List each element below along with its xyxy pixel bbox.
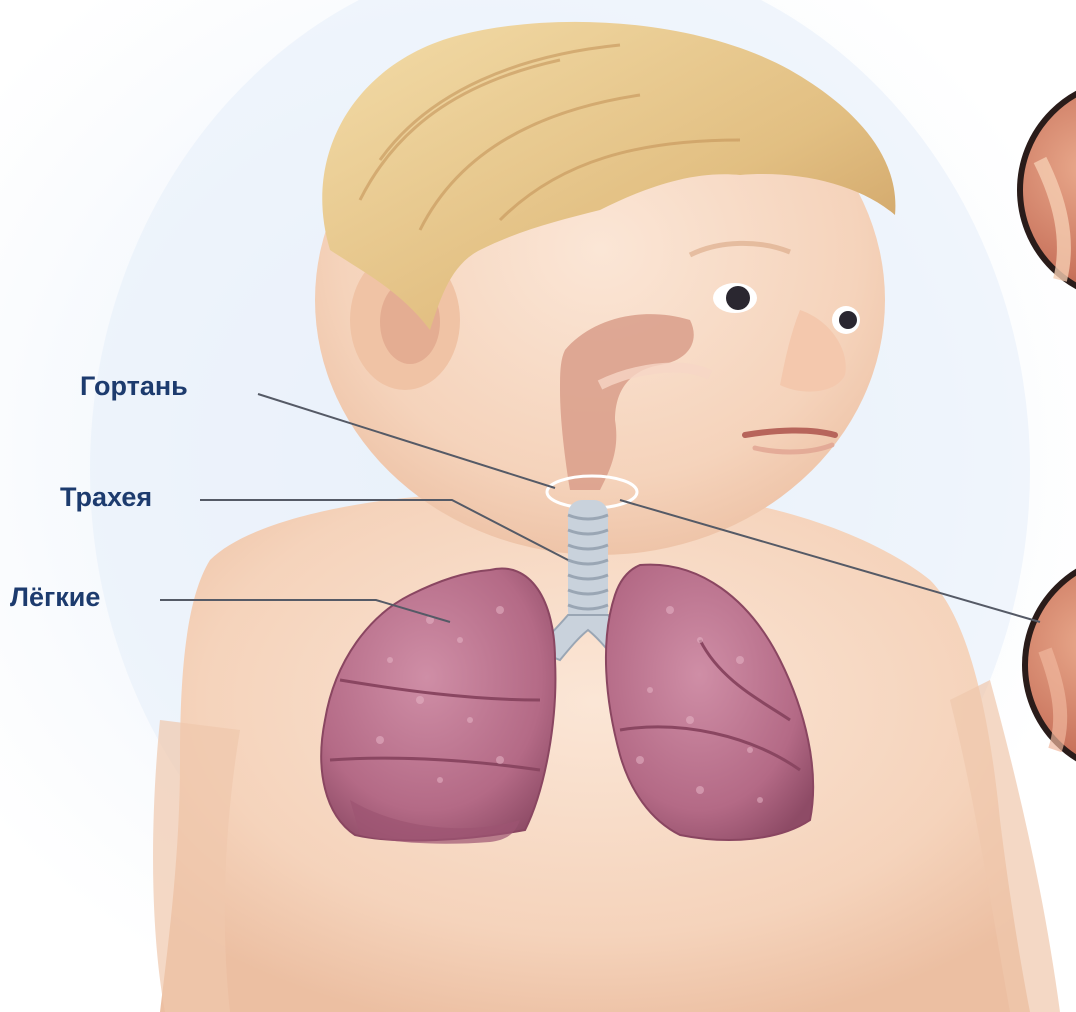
label-larynx: Гортань xyxy=(80,373,188,400)
eye-right-pupil xyxy=(839,311,857,329)
inset-bottom xyxy=(1025,555,1076,775)
label-trachea: Трахея xyxy=(60,484,152,511)
inset-top xyxy=(1020,80,1076,300)
label-lungs: Лёгкие xyxy=(10,584,100,611)
eye-left-pupil xyxy=(726,286,750,310)
